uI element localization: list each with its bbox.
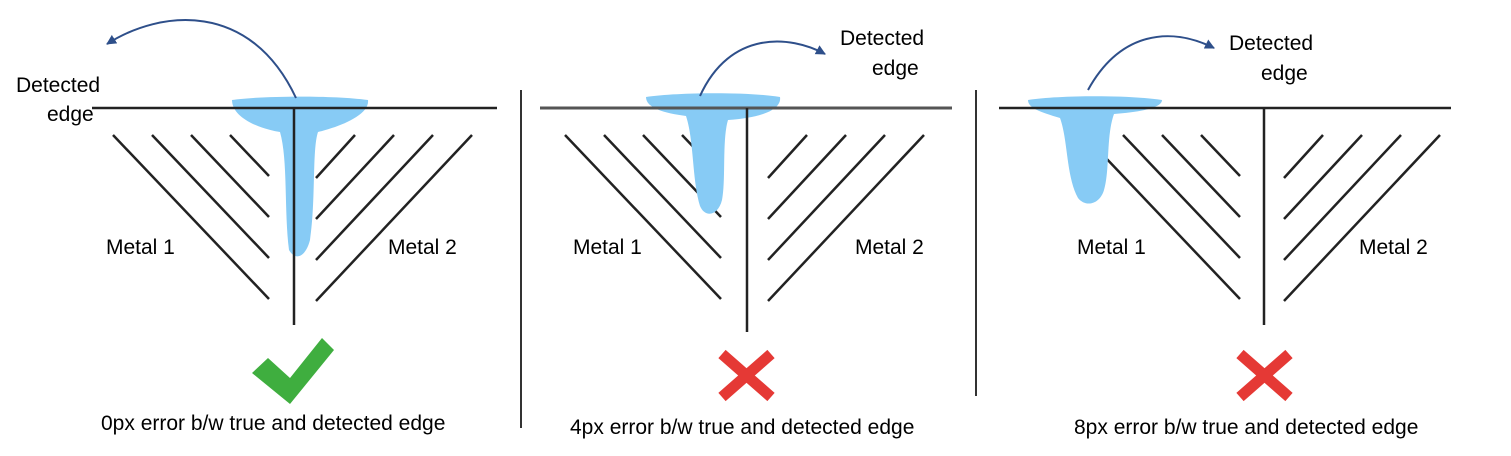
caption: 4px error b/w true and detected edge xyxy=(570,416,914,439)
detected-edge-label: Detected xyxy=(1229,32,1313,55)
detected-edge-blob xyxy=(646,93,781,214)
arrow-to-label xyxy=(1087,35,1215,91)
panel-3: Detected edge Metal 1 Metal 2 8px error … xyxy=(999,32,1451,439)
caption: 8px error b/w true and detected edge xyxy=(1074,416,1418,439)
detected-edge-label: edge xyxy=(47,103,94,126)
cross-icon xyxy=(718,349,775,402)
detected-edge-label: edge xyxy=(872,57,919,80)
metal-2-hatch xyxy=(767,134,925,302)
detected-edge-label: Detected xyxy=(16,74,100,97)
arrow-to-label xyxy=(699,40,826,97)
metal-2-label: Metal 2 xyxy=(855,236,924,259)
panel-1: Detected edge Metal 1 Metal 2 0px error … xyxy=(16,19,497,435)
metal-1-hatch xyxy=(1083,134,1241,300)
detected-edge-blob xyxy=(232,96,369,257)
arrow-to-label xyxy=(106,19,297,99)
metal-1-hatch xyxy=(112,134,270,300)
checkmark-icon xyxy=(252,338,334,404)
metal-1-label: Metal 1 xyxy=(106,236,175,259)
metal-2-hatch xyxy=(1283,134,1441,302)
caption: 0px error b/w true and detected edge xyxy=(101,412,445,435)
metal-2-hatch xyxy=(315,134,473,302)
metal-1-label: Metal 1 xyxy=(573,236,642,259)
panel-2: Detected edge Metal 1 Metal 2 4px error … xyxy=(540,27,952,439)
metal-1-label: Metal 1 xyxy=(1077,236,1146,259)
detected-edge-label: edge xyxy=(1261,62,1308,85)
detected-edge-label: Detected xyxy=(840,27,924,50)
metal-2-label: Metal 2 xyxy=(1359,236,1428,259)
detected-edge-blob xyxy=(1028,96,1162,204)
cross-icon xyxy=(1236,349,1293,402)
metal-2-label: Metal 2 xyxy=(388,236,457,259)
